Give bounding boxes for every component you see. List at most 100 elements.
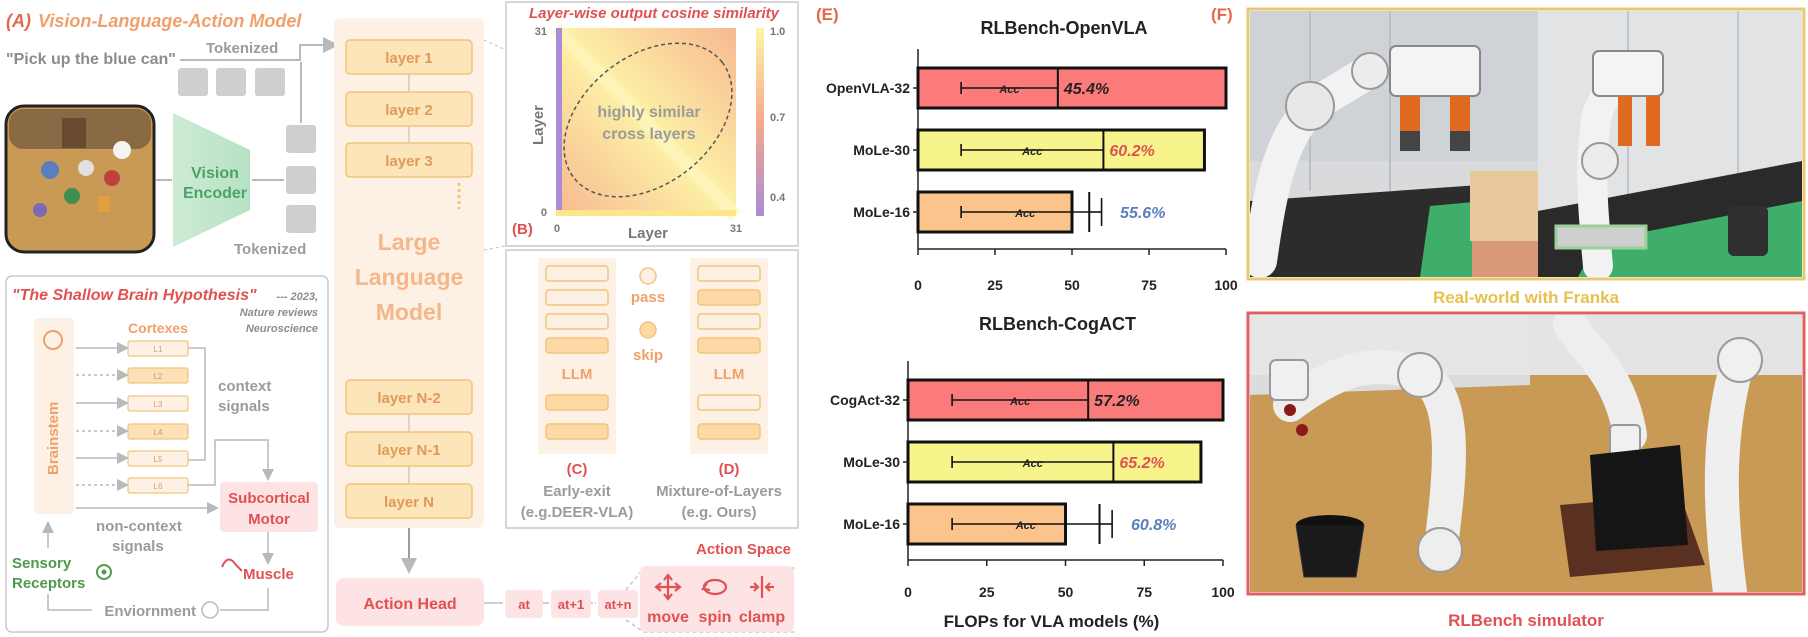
llm-layer-label: layer N	[384, 494, 434, 511]
accuracy-value: 65.2%	[1119, 455, 1164, 472]
brain-title: "The Shallow Brain Hypothesis"	[12, 287, 257, 304]
brainstem-cortex-arrows	[76, 342, 129, 491]
early-exit-llm-label: LLM	[562, 366, 593, 383]
x-tick-label: 25	[979, 584, 995, 600]
move-arrows-icon	[654, 573, 682, 601]
spin-icon	[701, 578, 728, 596]
text-token	[178, 68, 208, 96]
panel-c-label-1: Early-exit	[543, 483, 611, 500]
action-token	[551, 590, 591, 618]
text-token-arrow	[180, 37, 339, 61]
simulator-caption: RLBench simulator	[1448, 611, 1604, 630]
muscle-label: Muscle	[243, 566, 294, 583]
similarity-ellipse	[563, 42, 733, 198]
heatmap-title: Layer-wise output cosine similarity	[529, 5, 780, 22]
real-world-photo-left	[1250, 11, 1538, 277]
acc-label: Acc	[1022, 458, 1043, 470]
context-signals-label-2: signals	[218, 398, 270, 415]
llm-label-2: Language	[355, 264, 464, 290]
category-label: MoLe-16	[843, 516, 900, 532]
panel-d-label-2: (e.g. Ours)	[681, 504, 756, 521]
brain-citation-3: Neuroscience	[246, 323, 318, 335]
heatmap-x-tick: 0	[554, 223, 560, 235]
real-world-photo-right	[1538, 11, 1802, 277]
brainstem-label: Brainstem	[45, 402, 62, 475]
cortex-layer-label: L2	[154, 372, 163, 381]
x-tick-label: 100	[1214, 277, 1238, 293]
x-tick-label: 0	[904, 584, 912, 600]
heatmap-x-tick: 31	[730, 223, 742, 235]
action-token-label: at+n	[604, 597, 631, 612]
brainstem-box	[34, 318, 74, 514]
acc-label: Acc	[1014, 208, 1035, 220]
subcortical-label-2: Motor	[248, 511, 290, 528]
environment-label: Enviornment	[104, 603, 196, 620]
vision-token	[286, 205, 316, 233]
accuracy-value: 45.4%	[1063, 81, 1109, 98]
llm-label-1: Large	[378, 229, 441, 255]
vision-encoder-label-2: Encoder	[183, 185, 247, 202]
cortex-layer-label: L1	[154, 345, 163, 354]
brain-icon	[43, 330, 63, 350]
skip-label: skip	[633, 347, 663, 364]
acc-label: Acc	[998, 84, 1019, 96]
llm-layer-label: layer 3	[385, 153, 433, 170]
panel-a-tag: (A)	[6, 11, 31, 31]
heatmap-left-band	[556, 28, 562, 216]
brain-panel: "The Shallow Brain Hypothesis" --- 2023,…	[5, 275, 329, 633]
llm-layers-bottom: layer N-2 layer N-1 layer N	[345, 379, 473, 519]
panel-a-title: Vision-Language-Action Model	[38, 11, 302, 31]
heatmap-annotation-1: highly similar	[597, 104, 700, 121]
subcortical-label-1: Subcortical	[228, 490, 310, 507]
action-token-label: at+1	[558, 597, 584, 612]
action-item-label: clamp	[739, 609, 785, 626]
sensory-label-2: Receptors	[12, 575, 85, 592]
sensory-label-1: Sensory	[12, 555, 72, 572]
panel-f-tag: (F)	[1211, 5, 1233, 24]
llm-layer-label: layer 2	[385, 102, 433, 119]
text-token	[255, 68, 285, 96]
action-item-label: move	[647, 609, 689, 626]
context-signals-label-1: context	[218, 378, 271, 395]
non-context-label-1: non-context	[96, 518, 182, 535]
category-label: MoLe-16	[853, 204, 910, 220]
vision-token	[286, 166, 316, 194]
tokenized-top-label: Tokenized	[206, 40, 278, 57]
x-tick-label: 75	[1136, 584, 1152, 600]
panel-d-label-1: Mixture-of-Layers	[656, 483, 782, 500]
acc-label: Acc	[1009, 396, 1030, 408]
action-head	[336, 578, 484, 626]
scene-photo	[4, 104, 156, 254]
accuracy-value: 60.2%	[1109, 143, 1154, 160]
acc-label: Acc	[1015, 520, 1036, 532]
accuracy-value: 60.8%	[1131, 517, 1176, 534]
globe-icon	[201, 601, 219, 619]
brain-citation-2: Nature reviews	[240, 307, 318, 319]
action-item-label: spin	[699, 609, 732, 626]
acc-label: Acc	[1021, 146, 1042, 158]
panel-c-label-2: (e.g.DEER-VLA)	[521, 504, 634, 521]
skip-marker	[639, 321, 657, 339]
tokenized-bottom-label: Tokenized	[234, 241, 306, 258]
colorbar-tick: 0.7	[770, 112, 785, 124]
accuracy-value: 57.2%	[1094, 393, 1139, 410]
simulator-photo-right	[1530, 315, 1802, 592]
chart-title: RLBench-OpenVLA	[980, 18, 1147, 38]
action-space-title: Action Space	[696, 541, 791, 558]
clamp-icon	[750, 576, 774, 598]
panel-b-tag: (B)	[512, 221, 533, 238]
panel-d-tag: (D)	[719, 461, 740, 478]
cortex-layer-label: L6	[154, 482, 163, 491]
pass-marker	[639, 267, 657, 285]
chart-title: RLBench-CogACT	[979, 314, 1136, 334]
cortex-layers: L1 L2 L3 L4 L5 L6	[127, 340, 189, 494]
text-token	[216, 68, 246, 96]
action-space-box	[640, 566, 794, 632]
category-label: MoLe-30	[843, 454, 900, 470]
llm-layer-label: layer N-1	[377, 442, 440, 459]
colorbar	[756, 28, 764, 216]
